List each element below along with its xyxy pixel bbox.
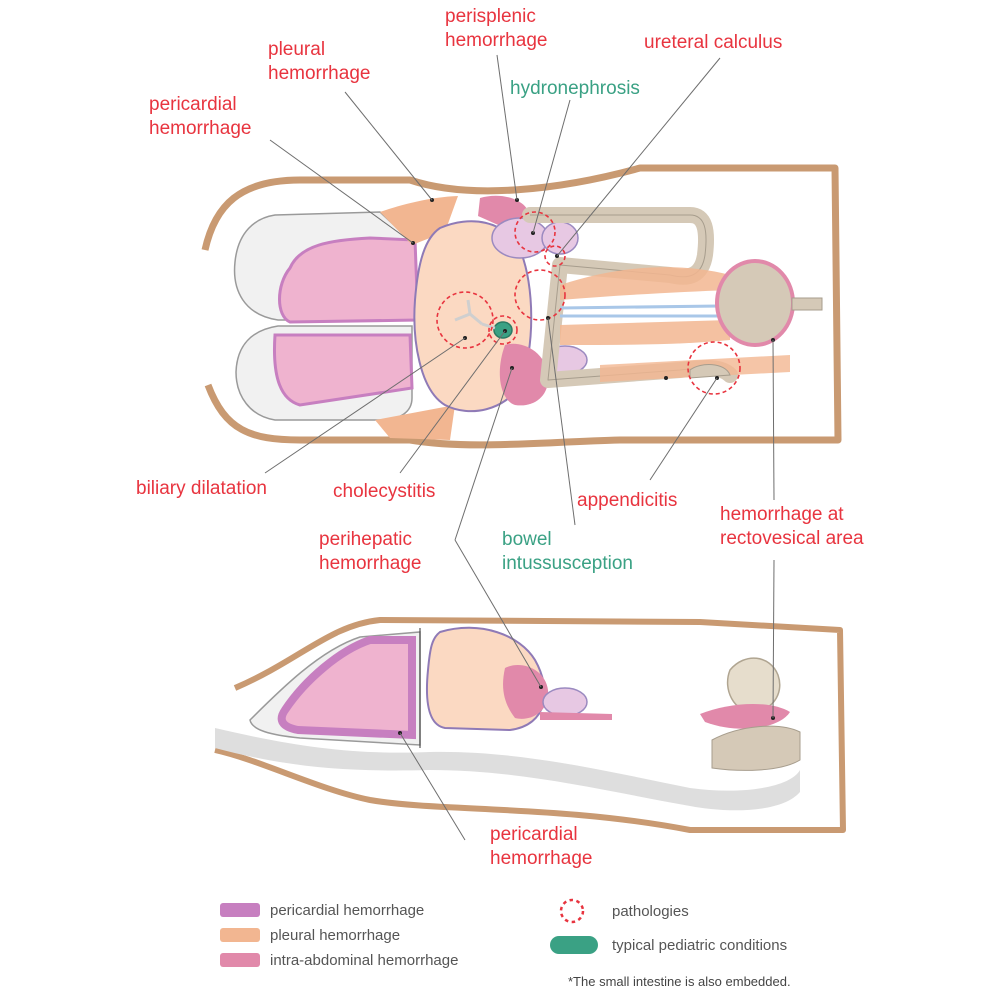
- label-intussusception-line1: bowel: [502, 529, 552, 550]
- label-perisplenic: perisplenic hemorrhage: [445, 6, 547, 51]
- pelvic-fluid-upper: [560, 267, 730, 300]
- pathology-circle-biliary: [436, 291, 494, 349]
- pathology-circle-hydronephrosis: [514, 211, 556, 253]
- bladder-sagittal: [726, 657, 781, 713]
- label-pleural-line2: hemorrhage: [268, 63, 370, 84]
- top-body-outline: [201, 164, 842, 449]
- appendix: [689, 364, 731, 379]
- legend-label-intra-abdominal: intra-abdominal hemorrhage: [270, 952, 458, 969]
- pathology-circle-intussusception: [514, 269, 566, 321]
- label-biliary-dilatation: biliary dilatation: [136, 478, 267, 499]
- rectum-sagittal: [711, 725, 801, 771]
- label-pericardial-top: pericardial hemorrhage: [149, 94, 251, 139]
- vessel-line-1: [559, 304, 721, 310]
- gallbladder-pediatric-marker: [493, 321, 513, 339]
- pericardial-sagittal: [277, 636, 416, 740]
- legend-label-pericardial: pericardial hemorrhage: [270, 902, 424, 919]
- label-perisplenic-line1: perisplenic: [445, 6, 536, 27]
- pathology-circle-appendicitis: [687, 341, 741, 395]
- label-pericardial-bottom-line2: hemorrhage: [490, 848, 592, 869]
- legend-swatch-pericardial: [220, 903, 260, 917]
- legend-label-pleural: pleural hemorrhage: [270, 927, 400, 944]
- label-pericardial-bottom: pericardial hemorrhage: [490, 824, 592, 869]
- perihepatic-region: [499, 343, 549, 406]
- leader-lines: [264, 54, 775, 841]
- label-rectovesical: hemorrhage at rectovesical area: [720, 504, 864, 549]
- spine-band: [215, 728, 800, 811]
- label-perihepatic: perihepatic hemorrhage: [319, 529, 421, 574]
- fluid-streak-sagittal: [540, 712, 612, 720]
- label-intussusception: bowel intussusception: [502, 529, 633, 574]
- legend-swatch-pathologies: [559, 898, 585, 924]
- label-perihepatic-line1: perihepatic: [319, 529, 412, 550]
- label-ureteral-calculus: ureteral calculus: [644, 32, 782, 53]
- pleural-wedge-bottom: [375, 405, 455, 440]
- label-rectovesical-line2: rectovesical area: [720, 528, 864, 549]
- label-perisplenic-line2: hemorrhage: [445, 30, 547, 51]
- legend-swatch-pleural: [220, 928, 260, 942]
- legend-label-pediatric: typical pediatric conditions: [612, 937, 787, 954]
- perihepatic-sagittal: [503, 664, 549, 719]
- pathology-circle-cholecystitis: [488, 315, 518, 345]
- label-cholecystitis: cholecystitis: [333, 481, 435, 502]
- label-pleural: pleural hemorrhage: [268, 39, 370, 84]
- bottom-body-outline: [214, 617, 846, 833]
- legend-label-pathologies: pathologies: [612, 903, 689, 920]
- label-pericardial-top-line1: pericardial: [149, 94, 237, 115]
- rectovesical-fluid: [700, 703, 790, 729]
- bottom-body-diagram: [214, 617, 846, 833]
- label-pericardial-bottom-line1: pericardial: [490, 824, 578, 845]
- label-pleural-line1: pleural: [268, 39, 325, 60]
- top-body-diagram: [201, 164, 842, 449]
- legend-swatch-pediatric: [550, 936, 598, 954]
- leader-dot-appendicitis: [664, 376, 668, 380]
- pelvic-fluid-lower: [560, 320, 730, 345]
- legend: pericardial hemorrhage pleural hemorrhag…: [220, 898, 791, 989]
- urethra: [791, 297, 823, 311]
- anatomy-labels: perisplenic hemorrhage ureteral calculus…: [136, 6, 864, 869]
- bowel-sagittal: [542, 687, 588, 717]
- label-pericardial-top-line2: hemorrhage: [149, 118, 251, 139]
- legend-swatch-intra-abdominal: [220, 953, 260, 967]
- label-intussusception-line2: intussusception: [502, 553, 633, 574]
- spleen: [491, 217, 549, 259]
- footnote: *The small intestine is also embedded.: [568, 974, 791, 989]
- label-rectovesical-line1: hemorrhage at: [720, 504, 844, 525]
- bladder: [715, 259, 795, 347]
- label-perihepatic-line2: hemorrhage: [319, 553, 421, 574]
- pericardial-lower-region: [272, 333, 414, 407]
- pathology-circle-ureteral: [544, 245, 566, 267]
- label-hydronephrosis: hydronephrosis: [510, 78, 640, 99]
- label-appendicitis: appendicitis: [577, 490, 677, 511]
